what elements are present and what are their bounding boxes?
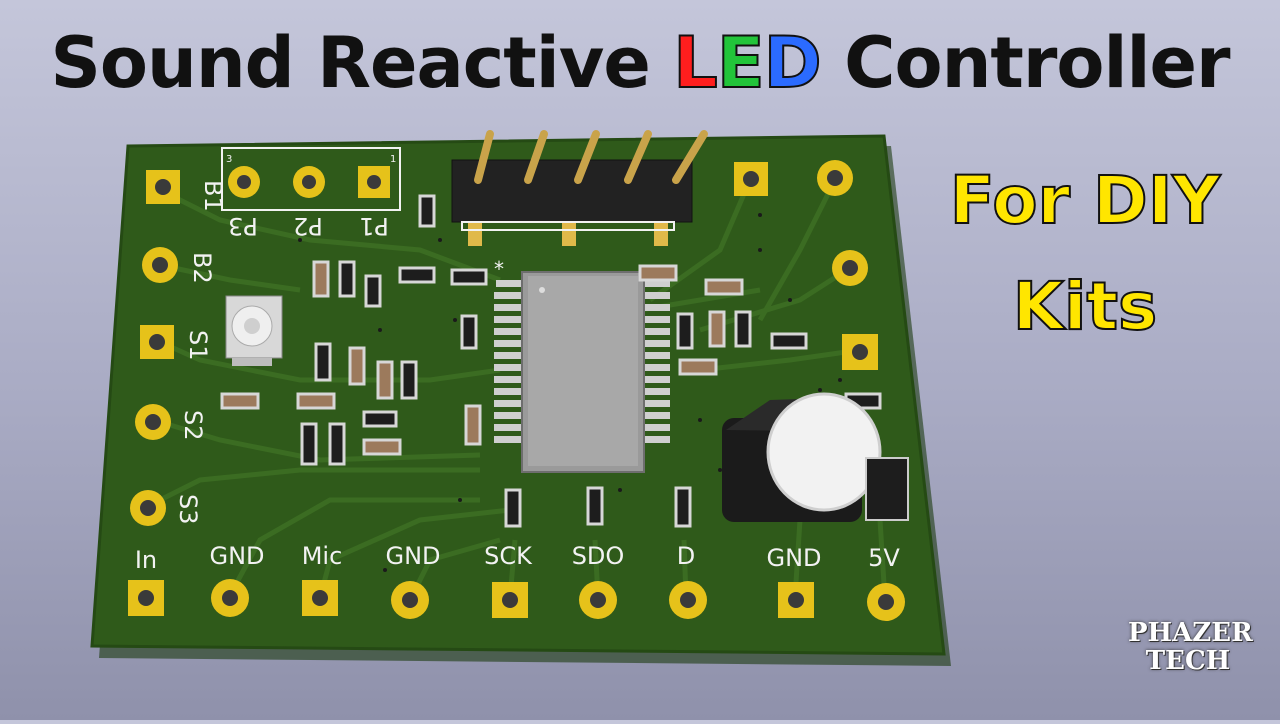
label-p2: P2	[293, 212, 323, 240]
label-in: In	[135, 546, 157, 574]
capacitor	[722, 392, 909, 522]
chip-marker: *	[494, 257, 504, 281]
smd-components	[220, 194, 882, 528]
header-pin-1: 1	[390, 154, 396, 165]
main-ic	[494, 271, 670, 473]
header-outline	[221, 147, 401, 211]
brand-logo: PHAZER TECH	[1128, 618, 1253, 676]
title-part1: Sound Reactive	[50, 22, 674, 104]
label-sdo: SDO	[572, 542, 625, 570]
label-s3: S3	[174, 494, 202, 525]
label-mic: Mic	[302, 542, 343, 570]
logo-line1: PHAZER	[1128, 618, 1253, 648]
label-gnd-1: GND	[209, 542, 264, 570]
label-b2: B2	[188, 252, 216, 284]
main-title: Sound Reactive LED Controller	[0, 21, 1280, 105]
label-p1: P1	[359, 212, 389, 240]
label-gnd-2: GND	[385, 542, 440, 570]
label-d: D	[677, 542, 695, 570]
title-part2: Controller	[820, 22, 1230, 104]
label-p3: P3	[228, 212, 258, 240]
bottom-pads	[128, 579, 905, 621]
right-pads	[734, 160, 878, 370]
label-5v: 5V	[868, 544, 900, 572]
header-pin-3: 3	[226, 154, 232, 165]
title-led-l: L	[672, 21, 719, 105]
logo-line2: TECH	[1145, 646, 1231, 676]
label-gnd-3: GND	[766, 544, 821, 572]
pcb-vias	[298, 213, 842, 572]
title-led-e: E	[716, 21, 766, 105]
label-s1: S1	[184, 330, 212, 361]
title-led-d: D	[763, 21, 823, 105]
label-b1: B1	[199, 180, 227, 212]
label-s2: S2	[179, 410, 207, 441]
header-pads	[228, 166, 390, 198]
label-sck: SCK	[484, 542, 533, 570]
subtitle-line2: Kits	[1012, 267, 1159, 346]
subtitle-line1: For DIY	[949, 161, 1221, 240]
potentiometer	[225, 295, 283, 366]
pin-header	[451, 130, 708, 246]
left-pads	[130, 170, 180, 526]
